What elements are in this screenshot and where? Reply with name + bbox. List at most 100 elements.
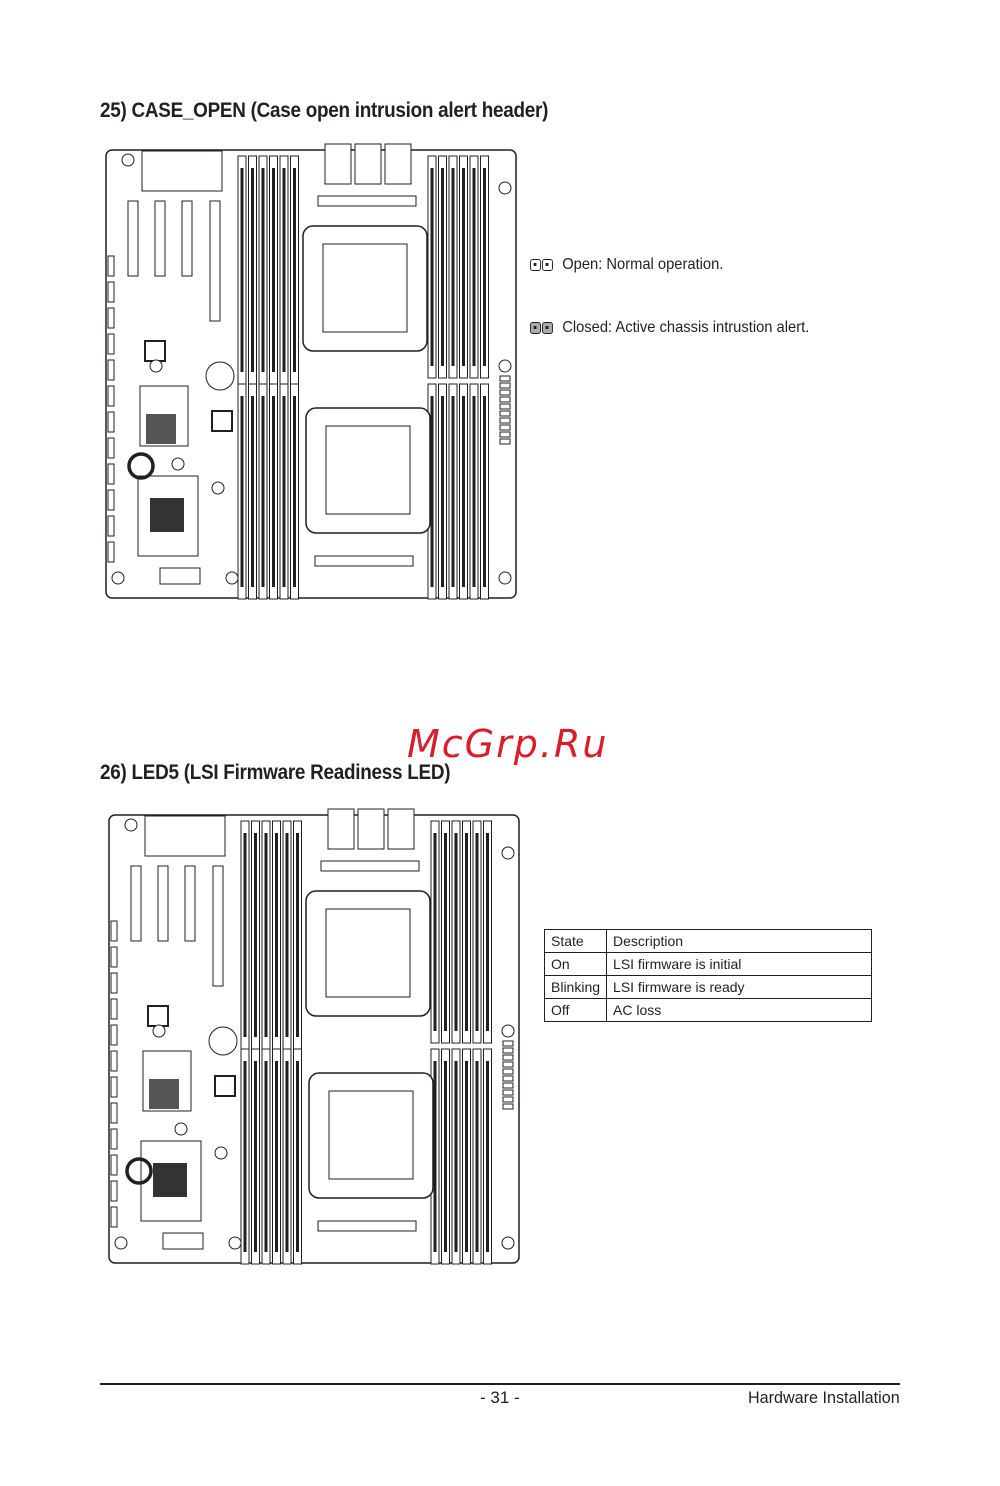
- dimm-slot-core: [472, 396, 476, 587]
- side-connector: [107, 307, 115, 329]
- table-header-row: State Description: [543, 929, 872, 953]
- dimm-slot-core: [462, 396, 465, 587]
- rear-io-connector: [387, 808, 415, 850]
- header-description: Description: [606, 929, 872, 953]
- header-pin: [499, 431, 511, 438]
- chip: [214, 1075, 236, 1097]
- dimm-slot-core: [261, 396, 265, 587]
- dimm-slot-core: [475, 833, 479, 1031]
- watermark: McGrp.Ru: [407, 722, 609, 766]
- highlight-circle: [127, 452, 155, 480]
- dimm-slot-core: [444, 1061, 447, 1252]
- dimm-slot-core: [441, 168, 444, 366]
- dimm-slot-core: [254, 1061, 257, 1252]
- cpu-socket-inner: [322, 243, 408, 333]
- dimm-slot-core: [293, 396, 296, 587]
- chipset: [147, 1005, 169, 1027]
- pcie-slot-horizontal: [317, 1220, 417, 1232]
- mounting-hole: [498, 571, 512, 585]
- cpu-socket-inner: [328, 1090, 414, 1180]
- mounting-hole: [111, 571, 125, 585]
- header-pin: [499, 375, 511, 382]
- rear-io-connector: [327, 808, 355, 850]
- header-pin: [502, 1096, 514, 1103]
- section-26-heading: 26) LED5 (LSI Firmware Readiness LED): [100, 761, 451, 784]
- side-connector: [107, 489, 115, 511]
- riser-slot: [144, 815, 226, 857]
- jumper-closed-icon: [530, 322, 553, 334]
- header-pin: [499, 396, 511, 403]
- side-connector: [107, 411, 115, 433]
- mounting-hole: [114, 1236, 128, 1250]
- header-pin: [499, 438, 511, 445]
- mounting-hole: [214, 1146, 228, 1160]
- pcie-slot: [130, 865, 142, 942]
- rear-io-connector: [384, 143, 412, 185]
- dimm-slot-core: [240, 396, 244, 587]
- dimm-slot-core: [465, 833, 468, 1031]
- dimm-slot-core: [293, 168, 296, 372]
- dimm-slot-core: [251, 168, 254, 372]
- pcie-slot: [157, 865, 169, 942]
- pcie-slot-horizontal: [320, 860, 420, 872]
- chip: [211, 410, 233, 432]
- footer-section-title: Hardware Installation: [748, 1388, 900, 1407]
- table-row: On LSI firmware is initial: [543, 952, 872, 976]
- mounting-hole: [228, 1236, 242, 1250]
- mounting-hole: [501, 1236, 515, 1250]
- header-pin: [502, 1040, 514, 1047]
- dimm-slot-core: [472, 168, 476, 366]
- footer-divider: [100, 1383, 900, 1385]
- side-connector: [107, 463, 115, 485]
- page-number: - 31 -: [480, 1388, 520, 1407]
- side-connector: [110, 972, 118, 994]
- header-pin: [499, 424, 511, 431]
- dimm-slot-core: [483, 168, 486, 366]
- dimm-slot-core: [285, 833, 289, 1037]
- side-connector: [110, 998, 118, 1020]
- usb-connector: [159, 567, 201, 585]
- cell-description: LSI firmware is ready: [606, 975, 872, 999]
- dimm-slot-core: [264, 1061, 268, 1252]
- mounting-hole: [171, 457, 185, 471]
- header-pin: [499, 403, 511, 410]
- dimm-slot-core: [264, 833, 268, 1037]
- dimm-slot-core: [465, 1061, 468, 1252]
- pcie-slot: [209, 200, 221, 322]
- pcie-slot: [127, 200, 139, 277]
- header-pin: [499, 389, 511, 396]
- header-state: State: [543, 929, 608, 953]
- bmc-chip: [149, 1079, 179, 1109]
- mounting-hole: [498, 359, 512, 373]
- mounting-hole: [501, 1024, 515, 1038]
- bmc-chip: [146, 414, 176, 444]
- side-connector: [107, 541, 115, 563]
- mounting-hole: [124, 818, 138, 832]
- pcie-slot: [181, 200, 193, 277]
- dimm-slot-core: [483, 396, 486, 587]
- cpu-socket-inner: [325, 425, 411, 515]
- header-pin: [499, 417, 511, 424]
- table-row: Off AC loss: [543, 998, 872, 1022]
- dimm-slot-core: [275, 833, 278, 1037]
- chipset: [144, 340, 166, 362]
- dimm-slot-core: [243, 1061, 247, 1252]
- jumper-open-icon: [530, 259, 553, 271]
- header-pin: [499, 382, 511, 389]
- section-25-heading: 25) CASE_OPEN (Case open intrusion alert…: [100, 99, 549, 122]
- side-connector: [110, 1154, 118, 1176]
- side-connector: [110, 1024, 118, 1046]
- cpu-socket-inner: [325, 908, 411, 998]
- side-connector: [107, 255, 115, 277]
- cell-description: LSI firmware is initial: [606, 952, 872, 976]
- dimm-slot-core: [240, 168, 244, 372]
- header-pin: [502, 1047, 514, 1054]
- side-connector: [110, 946, 118, 968]
- mounting-hole: [225, 571, 239, 585]
- dimm-slot-core: [272, 168, 275, 372]
- side-connector: [110, 1050, 118, 1072]
- legend-open-label: Open: Normal operation.: [562, 256, 724, 273]
- dimm-slot-core: [275, 1061, 278, 1252]
- dimm-slot-core: [285, 1061, 289, 1252]
- riser-slot: [141, 150, 223, 192]
